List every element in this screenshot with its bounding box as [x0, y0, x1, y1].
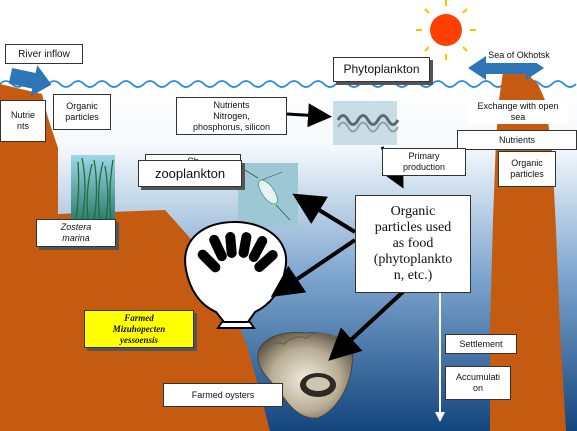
sea-of-okhotsk-label: Sea of Okhotsk — [486, 48, 552, 63]
river-inflow-arrow-icon — [8, 65, 52, 97]
zooplankton-label: zooplankton — [138, 160, 242, 187]
nutrients-left-label: Nutrie nts — [0, 100, 46, 142]
organic-particles-left-label: Organic particles — [53, 94, 111, 130]
settlement-label: Settlement — [445, 334, 517, 354]
organic-particles-right-label: Organic particles — [498, 151, 556, 187]
left-land — [0, 84, 270, 431]
organic-to-scallop-arrow — [270, 238, 357, 297]
phytoplankton-label: Phytoplankton — [333, 57, 430, 82]
nutrients-to-phytoplankton-arrow — [286, 103, 332, 128]
seagrass-image — [71, 155, 115, 221]
accumulation-label: Accumulati on — [445, 366, 511, 400]
settlement-arrow-icon — [435, 290, 445, 422]
river-inflow-label: River inflow — [5, 44, 83, 64]
organic-particles-food-label: Organic particles used as food (phytopla… — [355, 195, 471, 293]
primary-production-label: Primary production — [382, 148, 466, 176]
phytoplankton-image — [333, 101, 400, 145]
organic-to-oyster-arrow — [328, 288, 407, 361]
organic-to-zooplankton-arrow — [292, 193, 357, 234]
nutrients-right-label: Nutrients — [457, 130, 577, 150]
farmed-scallop-label: Farmed Mizuhopecten yessoensis — [84, 310, 194, 348]
farmed-oysters-label: Farmed oysters — [163, 383, 283, 407]
zooplankton-image — [238, 163, 298, 227]
zostera-marina-label: Zostera marina — [36, 219, 116, 247]
nutrients-center-label: Nutrients Nitrogen, phosphorus, silicon — [176, 97, 287, 135]
sea-surface-wave — [0, 80, 577, 88]
sun-icon — [416, 0, 476, 60]
exchange-label: Exchange with open sea — [468, 100, 568, 124]
